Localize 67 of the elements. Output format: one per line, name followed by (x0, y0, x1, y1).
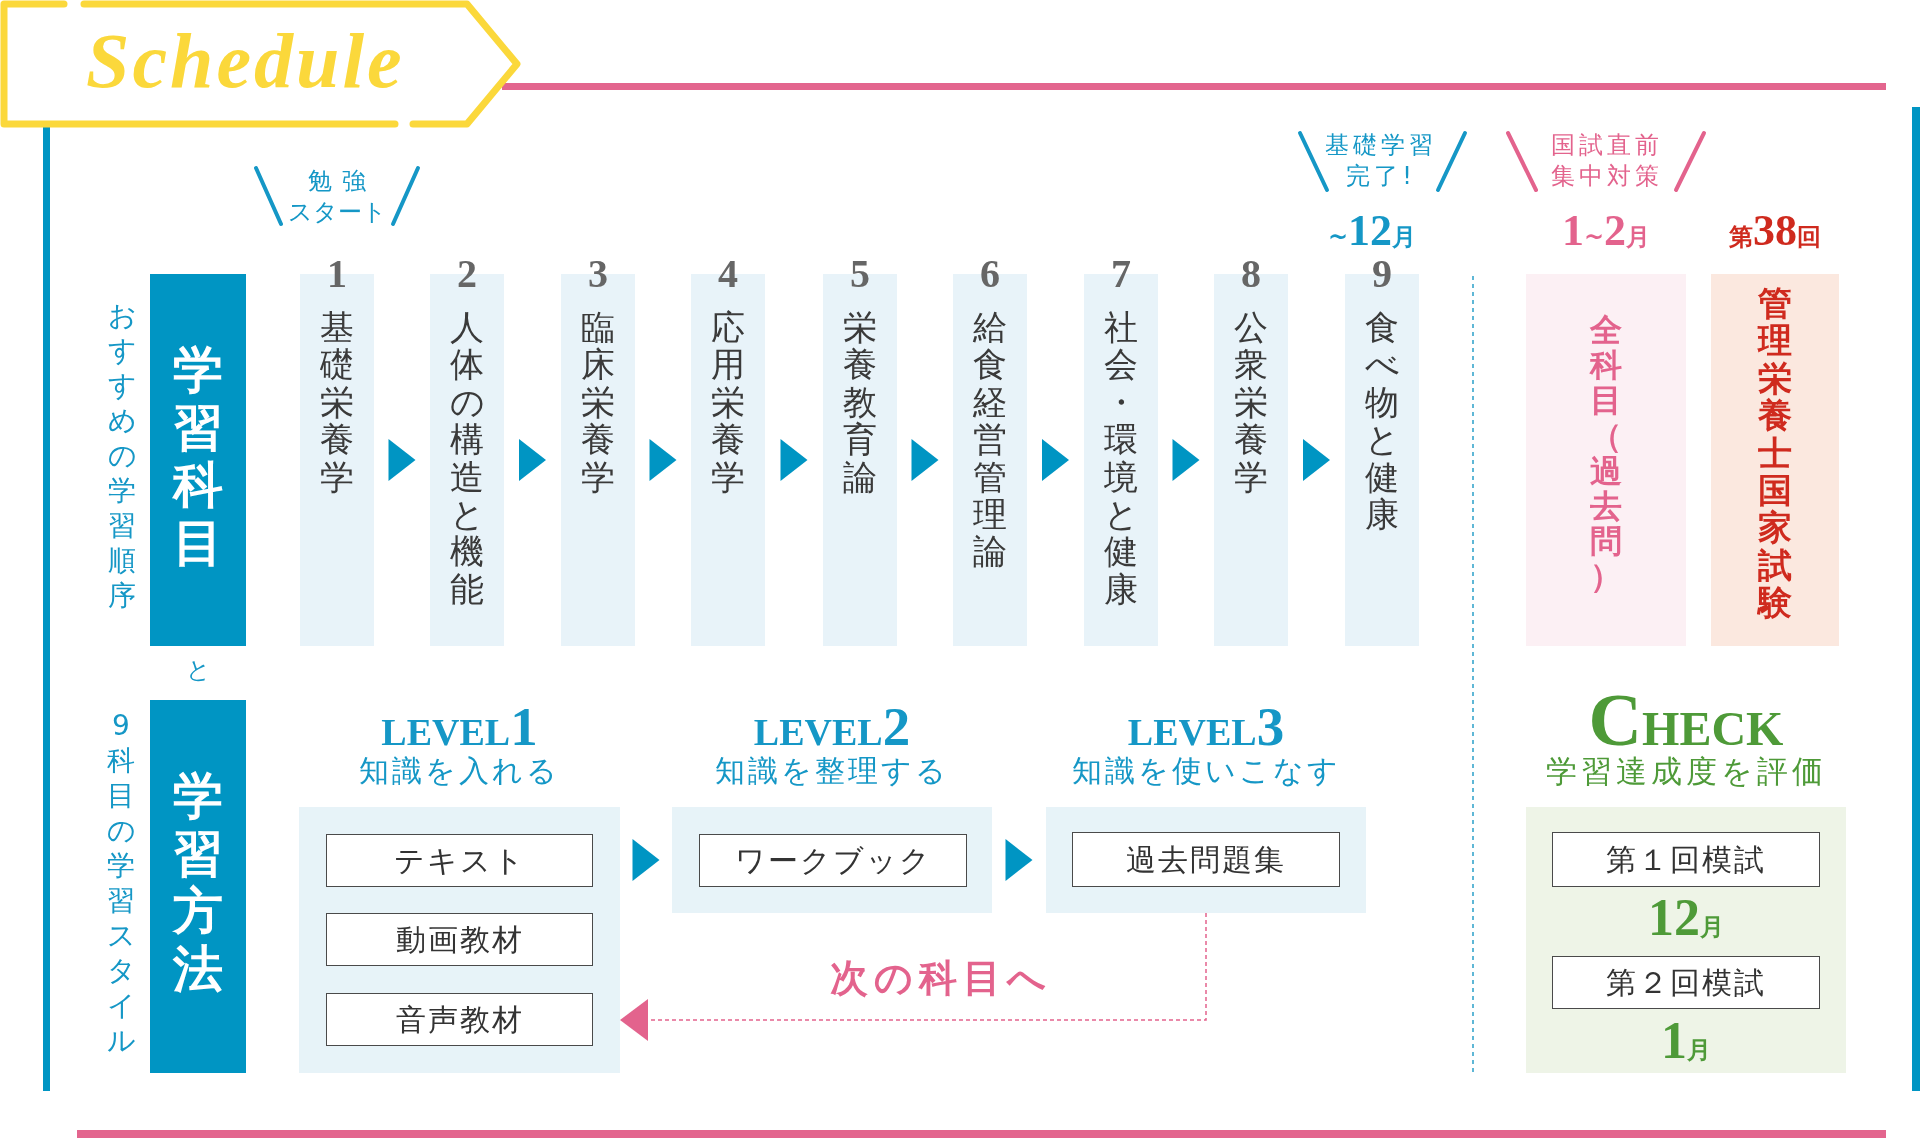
mock-exam-name: 第２回模試 (1606, 964, 1766, 1001)
material-card (699, 834, 967, 887)
level-heading: LEVEL1 (381, 699, 538, 754)
vertical-caption: 9科目の学習スタイル (107, 708, 135, 1058)
level-description: 知識を入れる (359, 753, 560, 789)
subject-name: 社会・環境と健康 (1104, 309, 1138, 609)
title: Schedule (86, 22, 405, 100)
callout-text: 基礎学習完了! (1324, 130, 1438, 192)
step-number: 3 (588, 254, 608, 294)
step-number: 7 (1111, 254, 1131, 294)
arrow (519, 439, 546, 481)
step-number: 4 (718, 254, 738, 294)
subject-name: 栄養教育論 (843, 309, 877, 496)
material-card (1072, 832, 1340, 887)
section-title: 学習科目 (173, 341, 223, 571)
level-heading: LEVEL2 (753, 699, 911, 754)
date-label: ~12月 (1327, 209, 1417, 253)
subject-name: 臨床栄養学 (581, 309, 615, 496)
arrow (649, 439, 677, 481)
subject-name: 人体の構造と機能 (450, 309, 484, 609)
step-number: 8 (1241, 254, 1261, 294)
level-heading: LEVEL3 (1127, 699, 1285, 754)
review-label: 全科目（過去問） (1590, 313, 1622, 595)
arrow (911, 439, 939, 481)
material-name: 過去問題集 (1126, 841, 1286, 878)
mock-exam-name: 第１回模試 (1606, 841, 1766, 878)
step-number: 5 (850, 254, 870, 294)
material-name: 動画教材 (395, 921, 524, 958)
header-bar (150, 700, 246, 1073)
exam-column (1711, 274, 1839, 646)
mock-exam-card (1552, 832, 1820, 887)
level-description: 知識を使いこなす (1071, 753, 1341, 789)
callout-text: 国試直前集中対策 (1550, 130, 1664, 192)
subject-name: 給食経営管理論 (973, 309, 1007, 571)
subject-name: 応用栄養学 (711, 309, 745, 496)
step-number: 2 (457, 254, 477, 294)
callout-text: 勉強スタート (286, 166, 388, 228)
arrow (780, 439, 808, 481)
level-description: 知識を整理する (715, 753, 949, 789)
date-label: 12月 (1648, 892, 1724, 944)
subject-name: 公衆栄養学 (1234, 309, 1268, 496)
arrow (1042, 439, 1069, 481)
material-card (326, 913, 593, 966)
header-bar (150, 274, 246, 646)
step-number: 6 (980, 254, 1000, 294)
subject-name: 基礎栄養学 (320, 309, 354, 496)
material-card (326, 834, 593, 887)
step-number: 9 (1372, 254, 1392, 294)
arrow (632, 839, 660, 881)
conjunction-label: と (185, 656, 211, 685)
date-label: 1~2月 (1561, 209, 1651, 253)
vertical-caption: おすすめの学習順序 (108, 298, 136, 613)
date-label: 1月 (1661, 1015, 1711, 1067)
material-name: 音声教材 (395, 1001, 524, 1038)
section-title: 学習方法 (173, 767, 223, 997)
subject-name: 食べ物と健康 (1365, 309, 1399, 534)
arrow (1005, 839, 1033, 881)
arrow (1303, 439, 1330, 481)
arrow (388, 439, 416, 481)
material-name: ワークブック (734, 842, 932, 879)
exam-name: 管理栄養士国家試験 (1758, 285, 1792, 622)
date-label: 第38回 (1729, 209, 1821, 253)
material-card (326, 993, 593, 1046)
mock-exam-card (1552, 956, 1820, 1009)
material-name: テキスト (393, 842, 526, 879)
arrow (1172, 439, 1200, 481)
step-number: 1 (327, 254, 347, 294)
